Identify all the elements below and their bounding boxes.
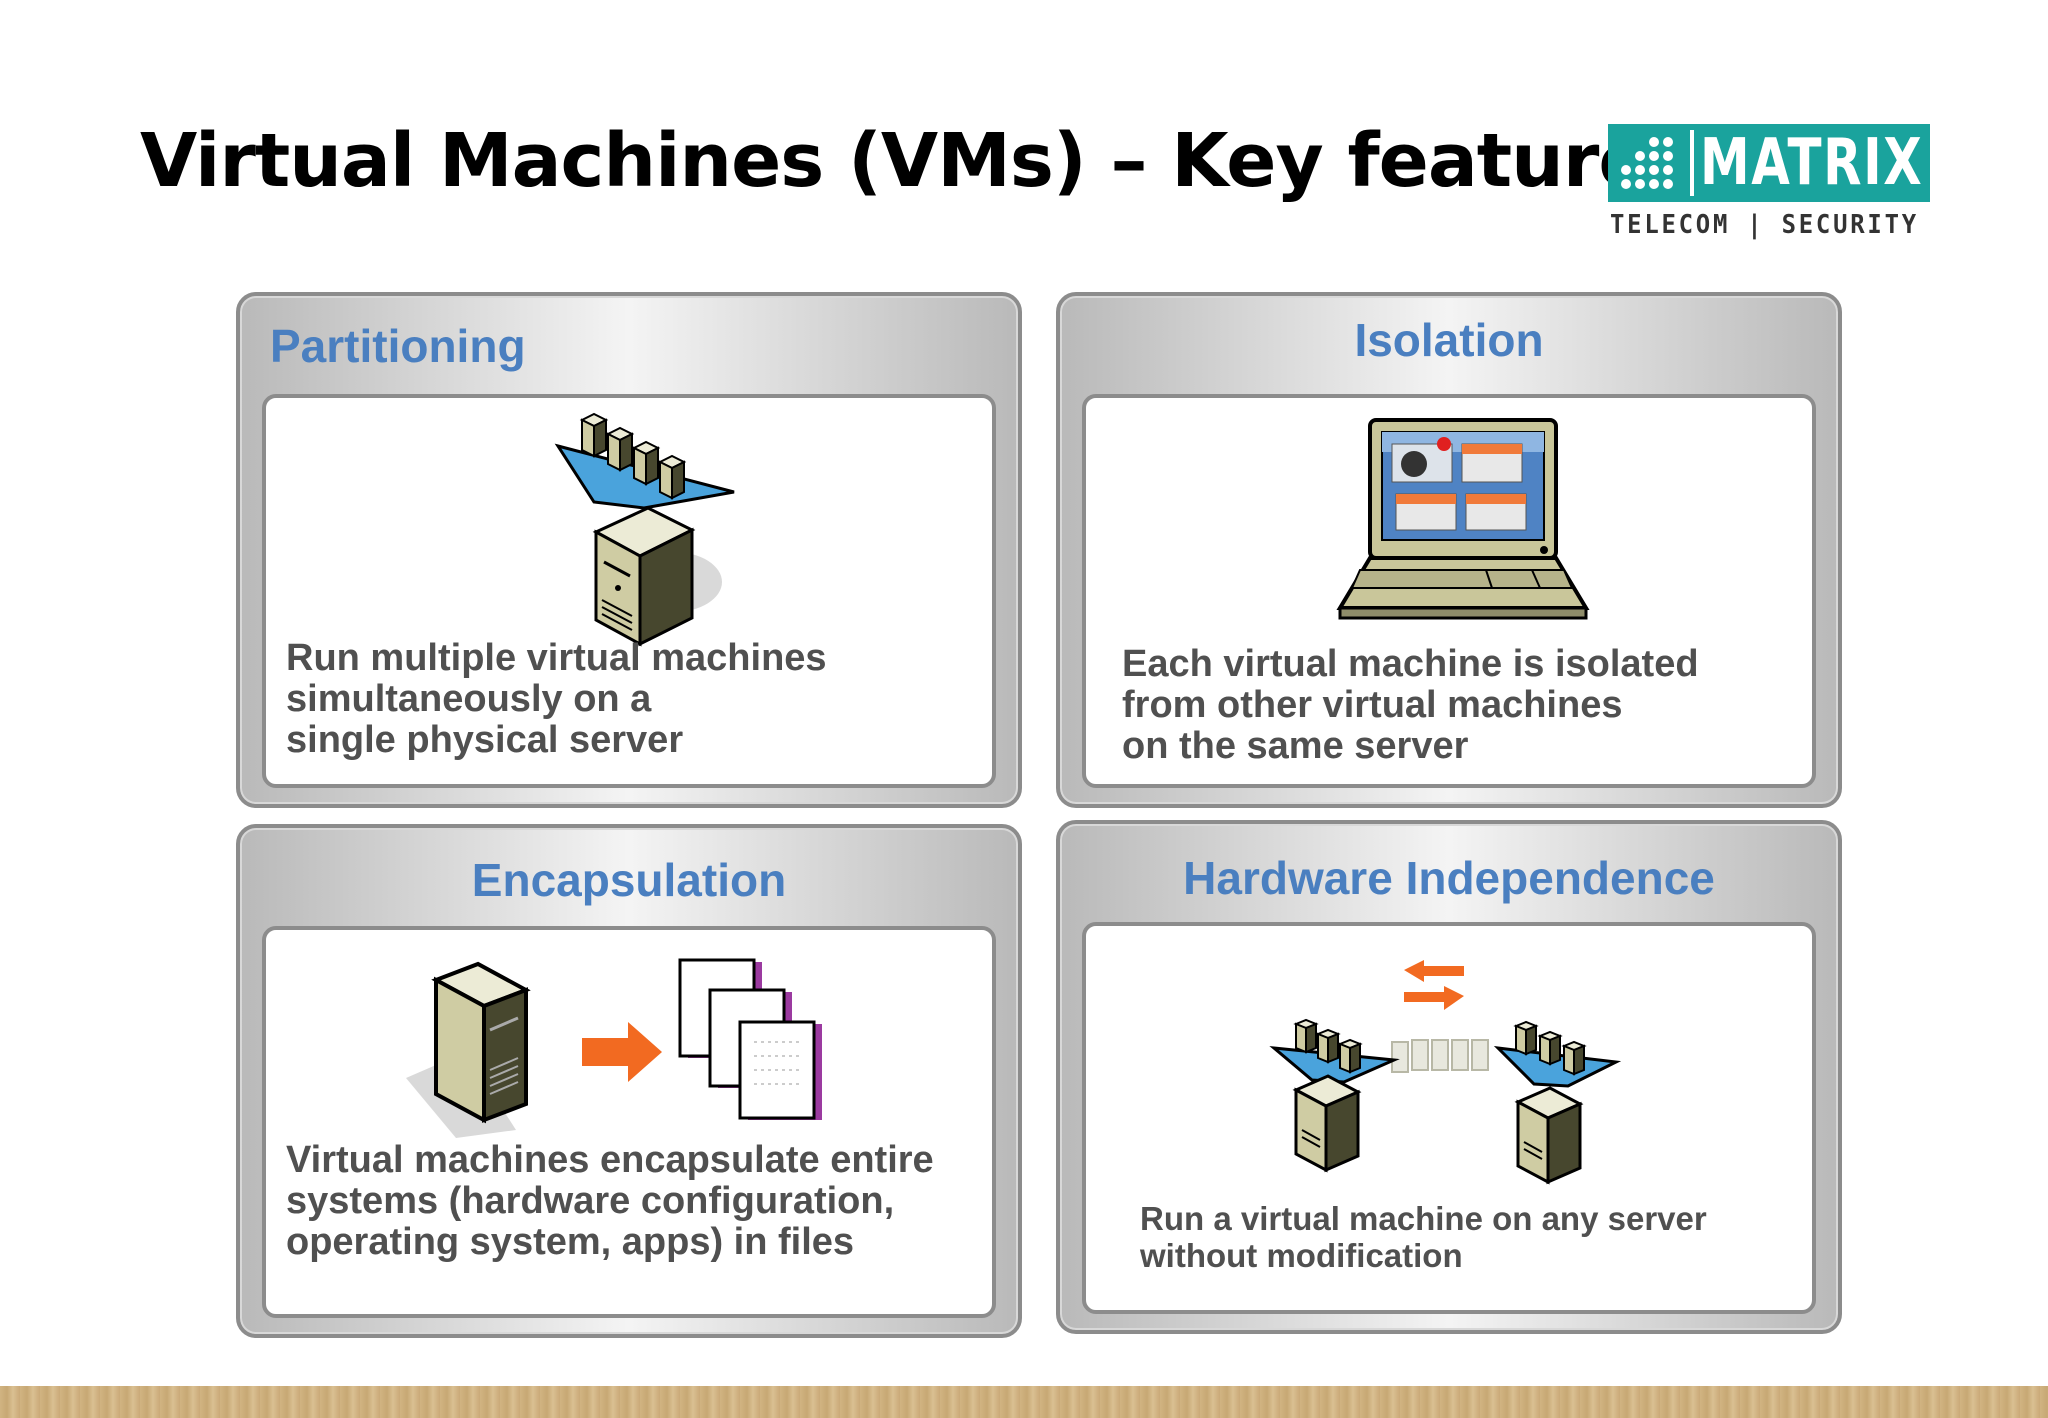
panel-title-isolation: Isolation: [1354, 314, 1544, 366]
logo-tagline: TELECOM | SECURITY: [1610, 210, 1919, 240]
panel-description-partitioning: Run multiple virtual machines simultaneo…: [286, 637, 827, 761]
footer-texture-strip: [0, 1386, 2048, 1418]
panel-description-encapsulation: Virtual machines encapsulate entire syst…: [286, 1139, 934, 1263]
slide-title: Virtual Machines (VMs) – Key features: [140, 118, 1692, 204]
panel-body-hardware-independence: Run a virtual machine on any server with…: [1082, 922, 1816, 1314]
panel-isolation: Isolation Each virtual machine is isolat…: [1056, 292, 1842, 808]
laptop-isolated-vms-icon: [1336, 418, 1590, 620]
panel-description-hardware-independence: Run a virtual machine on any server with…: [1140, 1200, 1707, 1274]
panel-description-isolation: Each virtual machine is isolated from ot…: [1122, 643, 1699, 767]
vm-migration-between-servers-icon: [1269, 960, 1622, 1185]
panel-title-encapsulation: Encapsulation: [471, 854, 787, 906]
matrix-logo: MATRIX TELECOM | SECURITY: [1608, 124, 1930, 244]
panel-title-partitioning: Partitioning: [270, 320, 526, 372]
arrow-right-icon: [582, 1022, 662, 1082]
files-icon: [678, 958, 822, 1120]
logo-wordmark: MATRIX: [1700, 126, 1924, 200]
panel-partitioning: Partitioning: [236, 292, 1022, 808]
panel-title-hardware-independence: Hardware Independence: [1183, 852, 1715, 904]
logo-dots-icon: [1621, 137, 1673, 189]
server-icon: [406, 961, 531, 1138]
logo-badge: MATRIX: [1608, 124, 1930, 202]
logo-divider: [1690, 130, 1694, 196]
panel-hardware-independence: Hardware Independence: [1056, 820, 1842, 1334]
panel-body-isolation: Each virtual machine is isolated from ot…: [1082, 394, 1816, 788]
server-with-virtual-machines-icon: [554, 412, 735, 647]
panel-encapsulation: Encapsulation: [236, 824, 1022, 1338]
panel-body-partitioning: Run multiple virtual machines simultaneo…: [262, 394, 996, 788]
panel-body-encapsulation: Virtual machines encapsulate entire syst…: [262, 926, 996, 1318]
